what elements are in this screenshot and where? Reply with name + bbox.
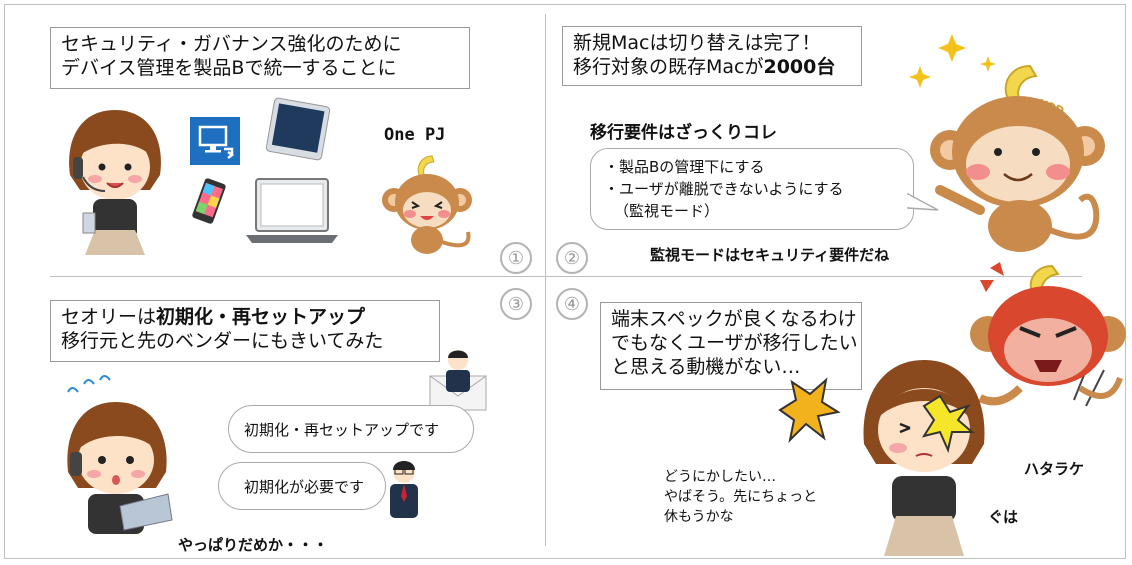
panel2-caption-count: 2000台 <box>763 56 836 78</box>
panel3-caption-line2: 移行元と先のベンダーにもきいてみた <box>61 330 384 352</box>
smartphone-icon <box>192 178 226 224</box>
businessman-glasses-icon <box>390 461 418 518</box>
panel2-caption-line1: 新規Macは切り替えは完了！ <box>573 32 821 54</box>
panel4-thought-line1: どうにかしたい… <box>664 469 776 485</box>
panel4-number: ④ <box>556 288 588 320</box>
panel3-speech-bubble-2 <box>218 462 386 510</box>
panel3-caption-line1-bold: 初期化・再セットアップ <box>156 306 366 328</box>
panel2-caption: 新規Macは切り替えは完了！ 移行対象の既存Macが2000台 <box>562 26 862 86</box>
monkey-mascot-icon <box>382 155 472 254</box>
monkey-mascot-large: YOD <box>930 64 1105 252</box>
remote-desktop-icon <box>190 117 240 165</box>
panel2-caption-line2: 移行対象の既存Macが2000台 <box>573 55 851 79</box>
panel1-number: ① <box>500 242 532 274</box>
panel3-monologue: やっぱりだめか・・・ <box>178 536 329 554</box>
panel3-number: ③ <box>500 288 532 320</box>
panel4-sfx-monkey: ハタラケ <box>1024 460 1085 478</box>
woman-laptop-worried-illustration <box>67 375 173 534</box>
panel-divider-vertical <box>545 14 546 546</box>
sparkle-icon <box>909 34 996 88</box>
panel4-caption-line3: と思える動機がない… <box>611 356 801 378</box>
panel4-sfx-hit: ぐは <box>988 508 1019 526</box>
panel1-caption-line1: セキュリティ・ガバナンス強化のために <box>61 33 402 55</box>
panel2-requirements-title: 移行要件はざっくりコレ <box>590 123 777 143</box>
panel4-caption-line2: でもなくユーザが移行したい <box>611 332 858 354</box>
panel3-caption: セオリーは初期化・再セットアップ 移行元と先のベンダーにもきいてみた <box>50 300 440 362</box>
panel2-requirement-2: ・ユーザが離脱できないようにする <box>604 180 844 198</box>
panel3-speech-1: 初期化・再セットアップです <box>244 421 440 439</box>
panel2-number: ② <box>556 242 588 274</box>
panel3-caption-line1: セオリーは初期化・再セットアップ <box>61 305 429 329</box>
panel3-speech-2: 初期化が必要です <box>244 478 365 496</box>
panel2-caption-line2-prefix: 移行対象の既存Macが <box>573 56 764 78</box>
panel2-footer: 監視モードはセキュリティ要件だね <box>650 246 890 264</box>
panel3-speech-bubble-1 <box>228 405 474 453</box>
woman-headset-illustration <box>69 110 161 255</box>
panel1-caption: セキュリティ・ガバナンス強化のために デバイス管理を製品Bで統一することに <box>50 27 470 89</box>
panel2-requirements-bubble <box>590 148 914 230</box>
angry-monkey-mascot <box>970 262 1126 406</box>
panel3-caption-line1-prefix: セオリーは <box>61 306 157 328</box>
panel1-caption-line2: デバイス管理を製品Bで統一することに <box>61 57 397 79</box>
impact-burst-icon <box>778 377 841 444</box>
panel4-thought-line3: 休もうかな <box>664 509 734 525</box>
panel2-bubble-tail <box>906 192 939 211</box>
panel-divider-horizontal <box>50 276 1082 277</box>
panel4-thought-line2: やばそう。先にちょっと <box>664 489 818 505</box>
panel2-requirement-1: ・製品Bの管理下にする <box>604 158 765 176</box>
woman-hit-illustration <box>863 360 985 556</box>
mail-envelope-person-icon <box>429 350 487 411</box>
laptop-icon <box>246 178 338 243</box>
panel2-requirement-3: （監視モード） <box>614 202 720 220</box>
panel4-caption: 端末スペックが良くなるわけ でもなくユーザが移行したい と思える動機がない… <box>600 302 862 390</box>
panel1-mascot-label: One PJ <box>384 125 446 145</box>
panel4-caption-line1: 端末スペックが良くなるわけ <box>611 308 857 330</box>
tablet-icon <box>265 97 331 161</box>
